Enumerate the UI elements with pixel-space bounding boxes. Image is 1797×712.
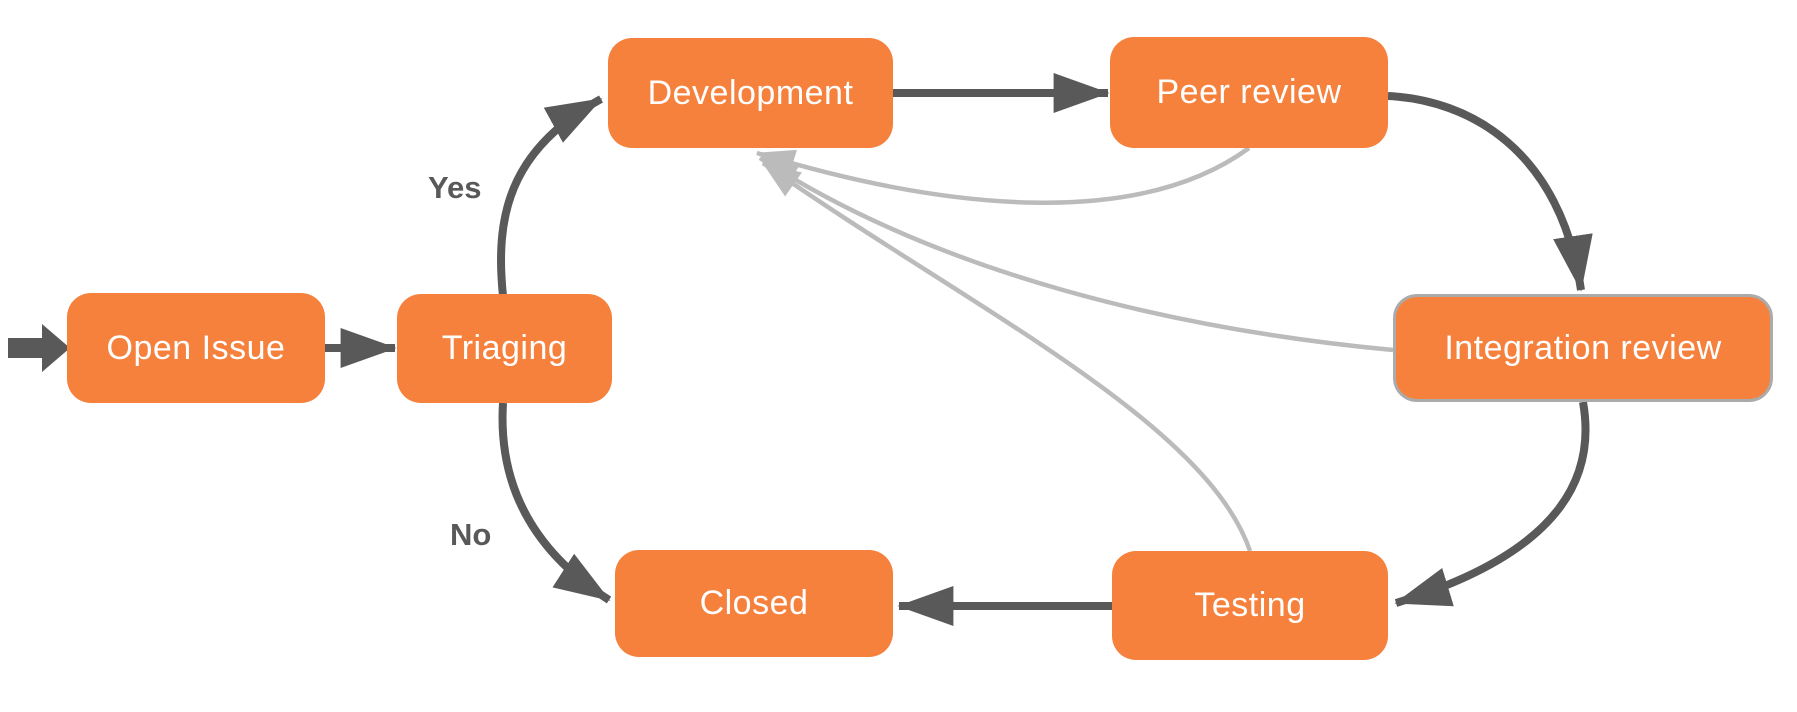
edge-peer-review-to-development xyxy=(756,146,1251,205)
edge-triaging-to-development-yes xyxy=(497,95,603,297)
node-closed: Closed xyxy=(615,550,893,657)
edge-start-to-open-issue xyxy=(8,324,70,372)
node-label: Open Issue xyxy=(106,328,286,367)
edge-triaging-to-closed-no xyxy=(498,402,612,604)
node-triaging: Triaging xyxy=(397,294,612,403)
edge-peer-review-to-integration-review xyxy=(1387,92,1593,292)
node-integration-review: Integration review xyxy=(1393,294,1773,402)
node-development: Development xyxy=(608,38,893,148)
node-peer-review: Peer review xyxy=(1110,37,1388,148)
edge-integration-review-to-testing xyxy=(1394,401,1590,607)
node-open-issue: Open Issue xyxy=(67,293,325,403)
node-label: Testing xyxy=(1194,586,1306,624)
node-label: Triaging xyxy=(441,329,568,367)
node-label: Development xyxy=(647,73,854,112)
edge-label-no: No xyxy=(450,517,492,552)
edge-label-yes: Yes xyxy=(428,170,482,205)
edge-testing-to-development xyxy=(761,161,1253,552)
node-testing: Testing xyxy=(1112,551,1388,660)
node-label: Closed xyxy=(699,584,809,622)
node-label: Peer review xyxy=(1156,73,1342,111)
node-label: Integration review xyxy=(1444,328,1722,367)
edge-integration-review-to-development xyxy=(758,156,1394,353)
